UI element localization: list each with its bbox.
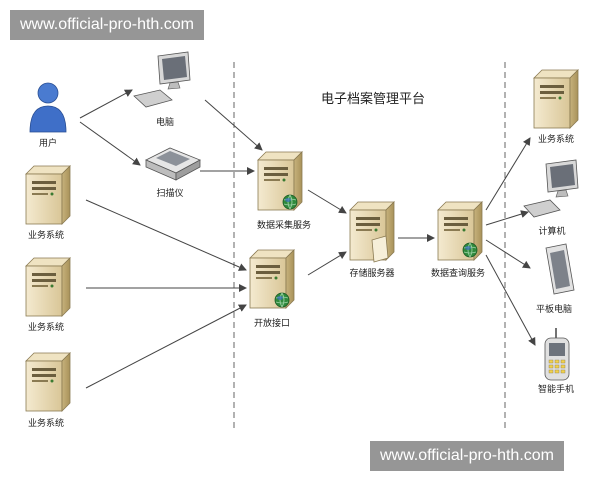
business-system-2-label: 业务系统: [28, 321, 64, 333]
arrow-user-scanner: [79, 121, 141, 166]
server-icon: [25, 257, 71, 317]
tablet-label: 平板电脑: [536, 303, 572, 315]
arrow-query-phone: [485, 254, 536, 346]
arrow-business1-interface: [85, 199, 247, 271]
right-computer-label: 计算机: [538, 225, 565, 237]
monitor-icon: [523, 159, 579, 218]
watermark-top: www.official-pro-hth.com: [10, 10, 204, 40]
arrow-query-rightbusiness: [485, 137, 531, 211]
document-icon: [371, 235, 389, 263]
right-business-system-label: 业务系统: [538, 133, 574, 145]
arrow-query-tablet: [485, 239, 531, 269]
data-query-service-label: 数据查询服务: [431, 267, 485, 279]
connections: [79, 89, 536, 389]
globe-icon: [274, 292, 290, 308]
server-icon: [533, 69, 579, 129]
arrow-user-computer: [79, 89, 133, 119]
scanner-label: 扫描仪: [156, 187, 183, 199]
watermark-bottom: www.official-pro-hth.com: [370, 441, 564, 471]
globe-icon: [282, 194, 298, 210]
business-system-3-label: 业务系统: [28, 417, 64, 429]
smartphone-label: 智能手机: [538, 383, 574, 395]
storage-server-label: 存储服务器: [349, 267, 394, 279]
arrow-computer-collection: [204, 99, 263, 151]
phone-icon: [544, 328, 570, 381]
tablet-icon: [545, 243, 575, 295]
monitor-icon: [133, 51, 191, 108]
open-interface-label: 开放接口: [254, 317, 290, 329]
server-icon: [25, 352, 71, 412]
arrow-interface-storage: [307, 251, 347, 276]
data-collection-service-label: 数据采集服务: [257, 219, 311, 231]
platform-title: 电子档案管理平台: [321, 92, 425, 107]
globe-icon: [462, 242, 478, 258]
user-label: 用户: [39, 137, 57, 149]
arrow-collection-storage: [307, 189, 347, 214]
arrow-query-computer: [485, 210, 529, 226]
business-system-1-label: 业务系统: [28, 229, 64, 241]
scanner-icon: [145, 147, 201, 181]
user-icon: [29, 82, 67, 133]
server-icon: [25, 165, 71, 225]
arrow-business3-interface: [85, 304, 247, 389]
computer-label: 电脑: [156, 116, 174, 128]
